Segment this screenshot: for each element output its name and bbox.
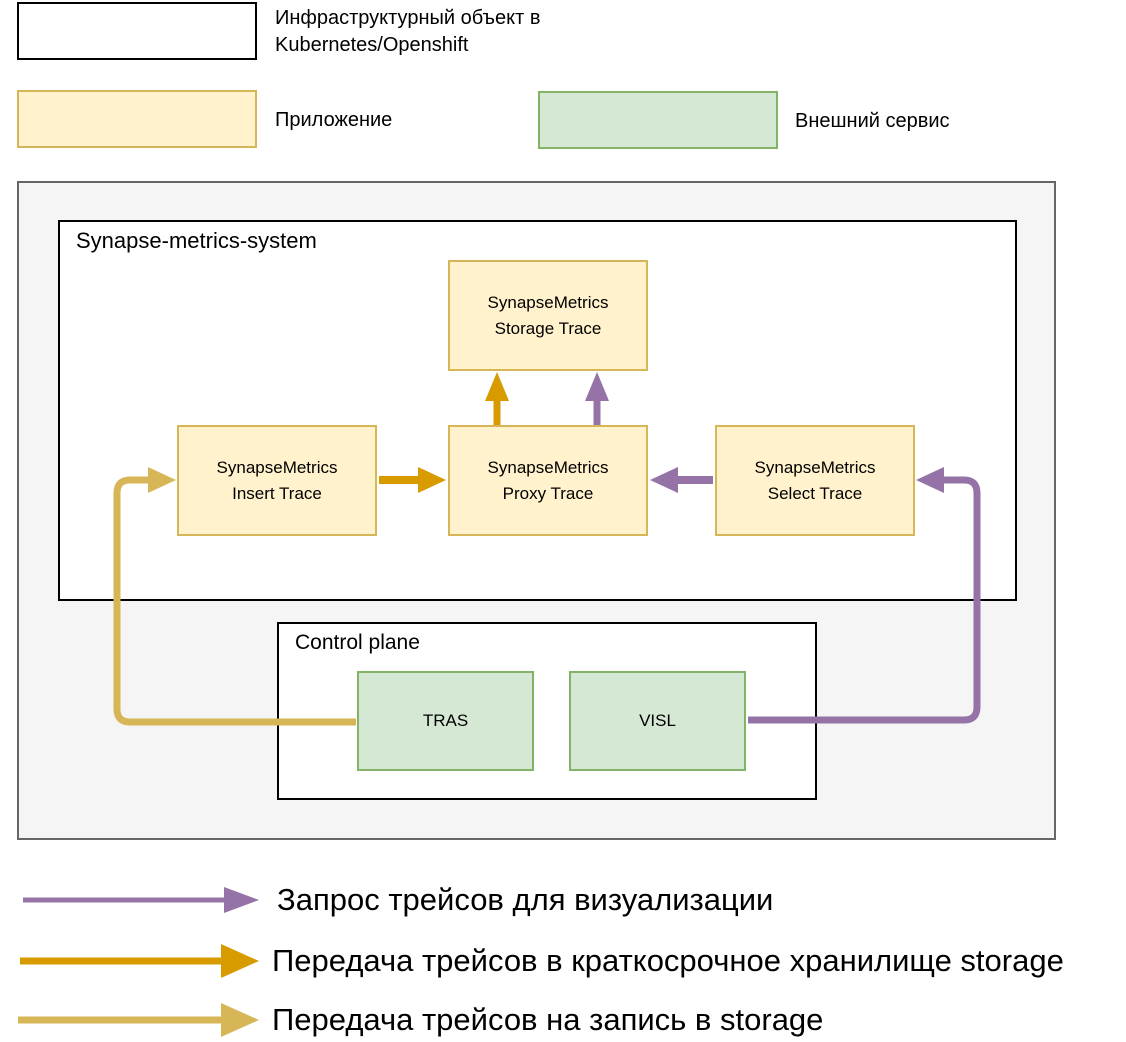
node-synapsemetrics-select-trace: SynapseMetrics Select Trace (715, 425, 915, 536)
legend-gold-label: Передача трейсов в краткосрочное хранили… (272, 943, 1064, 978)
legend-ext-swatch (538, 91, 778, 149)
legend-infra-swatch (17, 2, 257, 60)
legend-app-swatch (17, 90, 257, 148)
node-tras: TRAS (357, 671, 534, 771)
synapse-metrics-system-title: Synapse-metrics-system (76, 228, 317, 253)
legend-purple-label: Запрос трейсов для визуализации (277, 882, 774, 917)
legend-infra-label: Инфраструктурный объект в Kubernetes/Ope… (275, 7, 541, 56)
control-plane-title: Control plane (295, 631, 420, 654)
legend-lightgold-label: Передача трейсов на запись в storage (272, 1002, 824, 1037)
legend-arrow-purple (23, 887, 259, 913)
node-visl: VISL (569, 671, 746, 771)
node-synapsemetrics-proxy-trace: SynapseMetrics Proxy Trace (448, 425, 648, 536)
node-synapsemetrics-insert-trace: SynapseMetrics Insert Trace (177, 425, 377, 536)
legend-arrow-lightgold (18, 1003, 259, 1037)
node-synapsemetrics-storage-trace: SynapseMetrics Storage Trace (448, 260, 648, 371)
legend-ext-label: Внешний сервис (795, 110, 950, 132)
legend-app-label: Приложение (275, 109, 393, 131)
legend-arrow-gold (20, 944, 259, 978)
